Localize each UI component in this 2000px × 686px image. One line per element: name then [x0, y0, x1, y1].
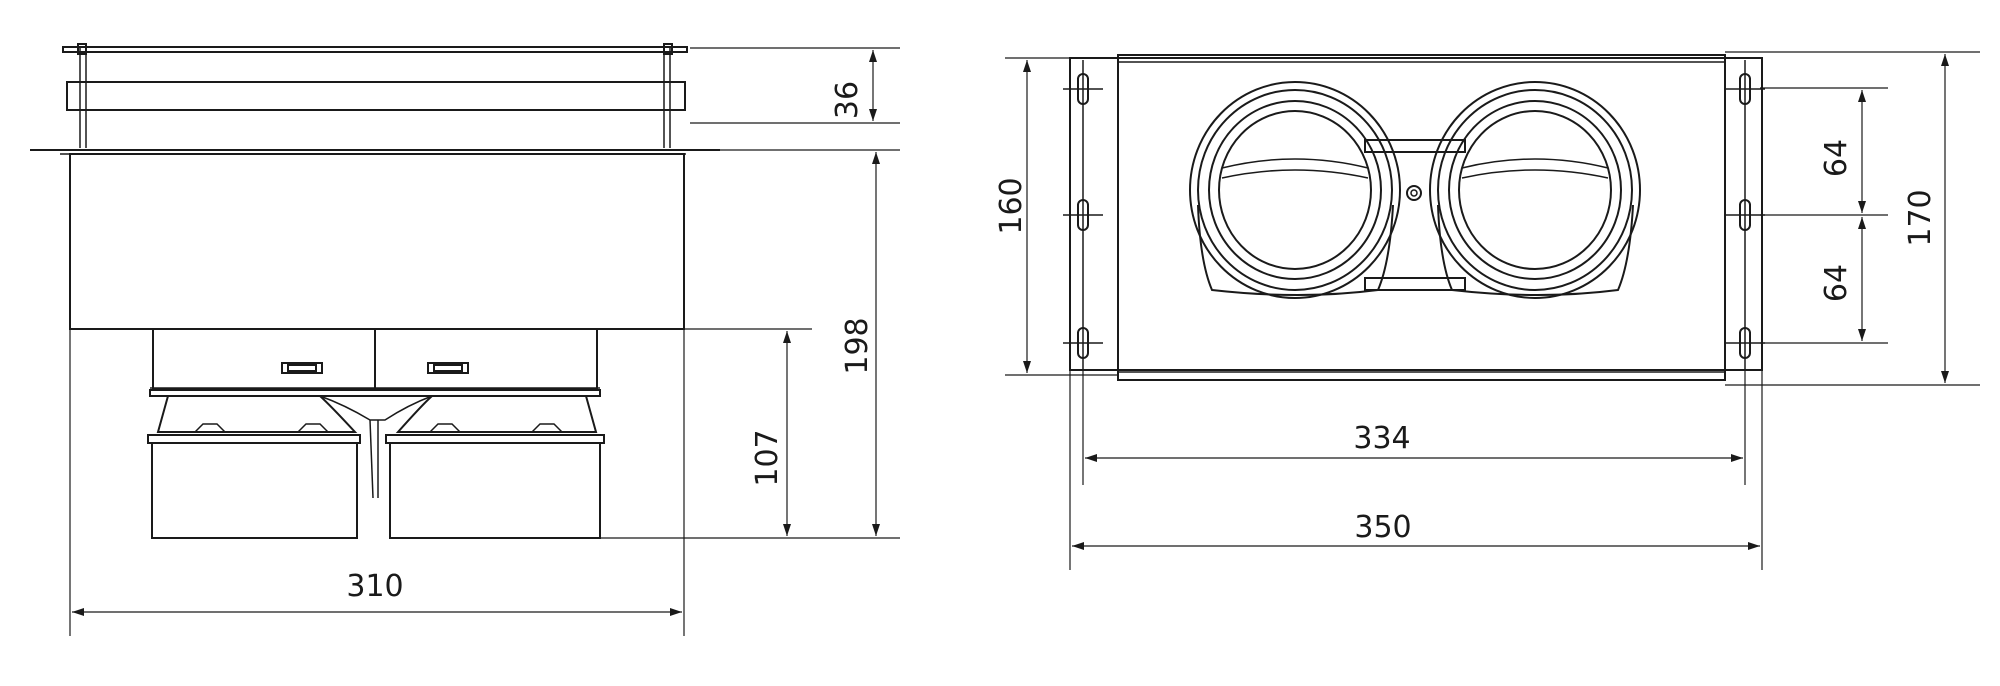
- dim-label-160: 160: [994, 177, 1029, 234]
- dim-label-107: 107: [750, 429, 785, 486]
- dim-label-64-upper: 64: [1819, 139, 1854, 177]
- grille-top-plate: [62, 46, 688, 53]
- spigot-right: [1429, 81, 1641, 299]
- spigot-left: [1189, 81, 1401, 299]
- dim-label-310: 310: [346, 569, 403, 604]
- front-box: [1117, 54, 1726, 381]
- side-view: 36 198 107 310: [30, 43, 900, 636]
- dim-label-170: 170: [1903, 189, 1938, 246]
- mounting-flange: [1069, 57, 1763, 371]
- dim-label-36: 36: [830, 81, 865, 119]
- front-view: 160 64 64 170 334 350: [994, 51, 1980, 570]
- dim-label-198: 198: [840, 317, 875, 374]
- dim-label-334: 334: [1353, 421, 1410, 456]
- dim-label-64-lower: 64: [1819, 264, 1854, 302]
- housing-box: [69, 153, 685, 330]
- dim-label-350: 350: [1354, 510, 1411, 545]
- grille-frame: [66, 81, 686, 111]
- centre-screw: [1406, 185, 1422, 201]
